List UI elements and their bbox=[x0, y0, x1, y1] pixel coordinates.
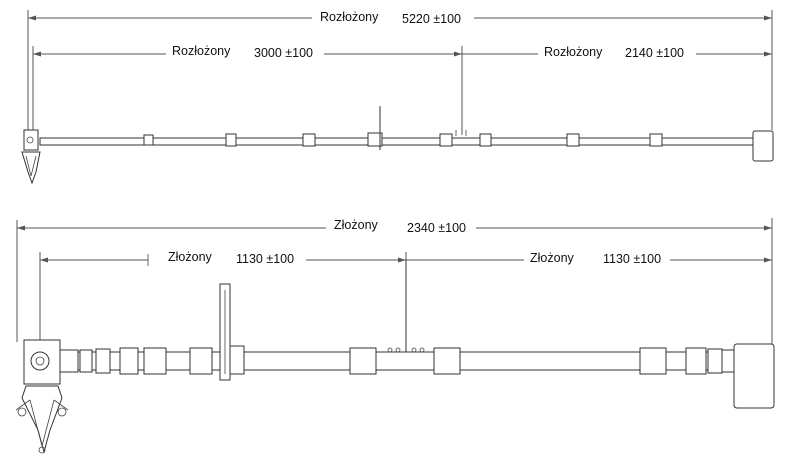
dimension-label: Złożony bbox=[530, 251, 575, 265]
dimension-value: 3000 ±100 bbox=[254, 46, 313, 60]
dimension-label: Rozłożony bbox=[172, 44, 231, 58]
dimension-label: Rozłożony bbox=[320, 10, 379, 24]
dimension-left-extended: Rozłożony 3000 ±100 bbox=[32, 44, 463, 135]
extended-view: Rozłożony 5220 ±100 Rozłożony 3000 ±100 … bbox=[21, 10, 774, 185]
dimension-value: 2140 ±100 bbox=[625, 46, 684, 60]
dimension-value: 5220 ±100 bbox=[402, 12, 461, 26]
dimension-overall-folded: Złożony 2340 ±100 bbox=[16, 218, 773, 345]
folded-view: Złożony 2340 ±100 Złożony 1130 ±100 Złoż… bbox=[15, 218, 775, 454]
dimension-value: 1130 ±100 bbox=[603, 252, 661, 266]
dimension-right-extended: Rozłożony 2140 ±100 bbox=[462, 45, 772, 60]
dimension-label: Złożony bbox=[334, 218, 379, 232]
dimension-value: 2340 ±100 bbox=[407, 221, 466, 235]
dimension-overall-extended: Rozłożony 5220 ±100 bbox=[27, 10, 773, 132]
pole-extended bbox=[21, 106, 774, 185]
dimension-label: Złożony bbox=[168, 250, 213, 264]
dimension-right-folded: Złożony 1130 ±100 bbox=[406, 251, 772, 266]
pole-folded bbox=[15, 260, 775, 454]
dimension-value: 1130 ±100 bbox=[236, 252, 294, 266]
dimension-label: Rozłożony bbox=[544, 45, 603, 59]
